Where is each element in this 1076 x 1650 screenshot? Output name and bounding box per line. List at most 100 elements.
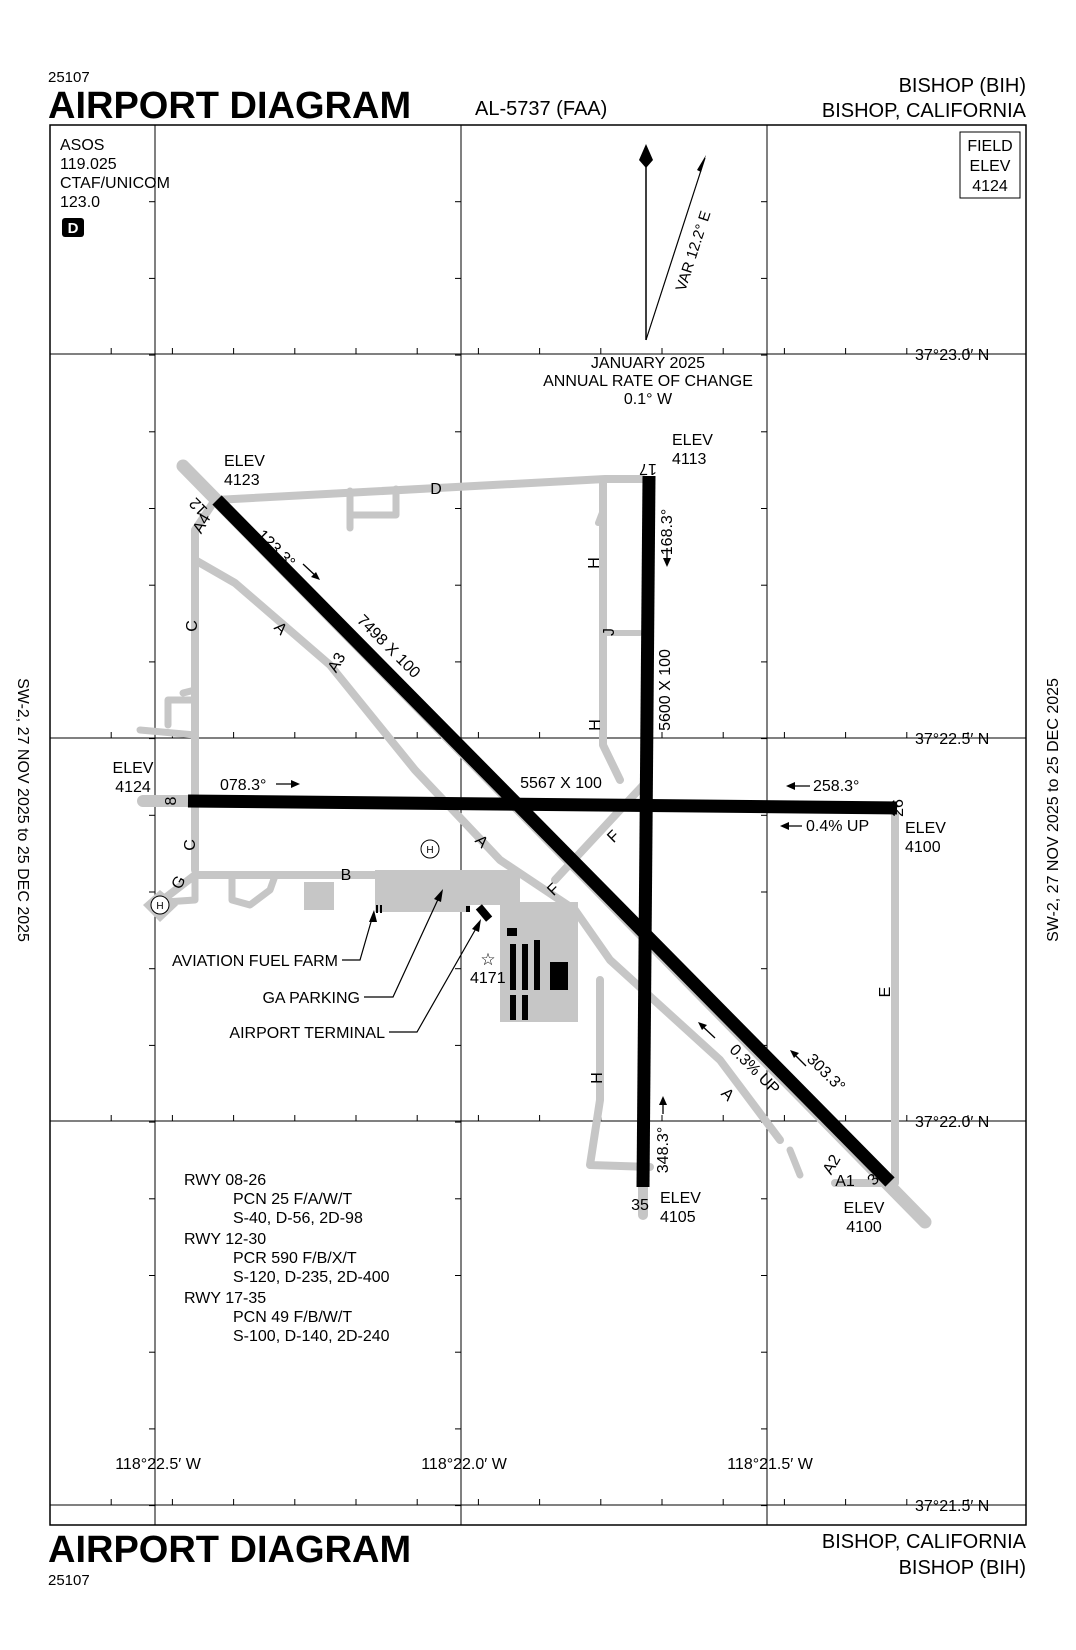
pcn-strength-12-30: PCR 590 F/B/X/T (233, 1250, 357, 1267)
rate-of-change-title: ANNUAL RATE OF CHANGE (543, 373, 753, 390)
rwy08-26-dimensions: 5567 X 100 (520, 775, 602, 792)
beacon-elevation: 4171 (470, 970, 506, 987)
d-symbol: D (68, 220, 79, 237)
ga-parking-callout: GA PARKING (262, 990, 360, 1007)
chart-number-top: 25107 (48, 69, 90, 86)
ctaf-label: CTAF/UNICOM (60, 175, 170, 192)
city-state-top: BISHOP, CALIFORNIA (822, 100, 1027, 122)
runways (187, 475, 898, 1188)
pavement-strength-table: RWY 08-26 PCN 25 F/A/W/T S-40, D-56, 2D-… (184, 1172, 390, 1345)
lon-label-22-5: 118°22.5′ W (115, 1456, 201, 1473)
lat-label-22-5: 37°22.5′ N (915, 731, 989, 748)
pcn-strength-08-26: PCN 25 F/A/W/T (233, 1191, 352, 1208)
pcn-weights-17-35: S-100, D-140, 2D-240 (233, 1328, 390, 1345)
rwy12-elev-label: ELEV (224, 453, 265, 470)
rwy26-number: 26 (890, 799, 907, 817)
taxiway-c-label-north: C (184, 620, 201, 632)
chart-frame (49, 124, 1027, 1526)
rwy26-heading: 258.3° (813, 778, 859, 795)
rwy35-elev-label: ELEV (660, 1190, 701, 1207)
field-elev-line2: ELEV (970, 158, 1011, 175)
taxiway-a-label-north: A (270, 619, 290, 639)
taxiway-j-label: J (601, 628, 618, 636)
lat-lon-grid (50, 125, 1026, 1525)
lon-label-22-0: 118°22.0′ W (421, 1456, 507, 1473)
runway-12-30 (212, 495, 895, 1187)
svg-text:H: H (426, 845, 433, 856)
rwy30-elev-value: 4100 (846, 1219, 882, 1236)
pcn-weights-08-26: S-40, D-56, 2D-98 (233, 1210, 363, 1227)
taxiway-h-label-south: H (589, 1072, 606, 1084)
city-state-bottom: BISHOP, CALIFORNIA (822, 1531, 1027, 1553)
taxiway-d-label: D (430, 481, 442, 498)
rwy26-elev-value: 4100 (905, 839, 941, 856)
taxiway-a3-label: A3 (325, 650, 350, 676)
taxiway-a1-label: A1 (835, 1173, 855, 1190)
al-number: AL-5737 (FAA) (475, 98, 607, 120)
taxiway-c-label-south: C (182, 839, 199, 851)
rwy12-elev-value: 4123 (224, 472, 260, 489)
taxiway-b-label: B (341, 867, 352, 884)
runway-08-26 (187, 794, 898, 815)
rwy30-elev-label: ELEV (844, 1200, 885, 1217)
rwy17-elev-label: ELEV (672, 432, 713, 449)
pcn-rwy-12-30: RWY 12-30 (184, 1231, 266, 1248)
rwy35-elev-value: 4105 (660, 1209, 696, 1226)
rwy08-heading: 078.3° (220, 777, 266, 794)
north-arrow: VAR 12.2° E (639, 144, 715, 341)
rwy30-heading: 303.3° (803, 1051, 848, 1096)
fuel-farm-callout: AVIATION FUEL FARM (172, 953, 338, 970)
taxiway-f-label-north: F (604, 827, 623, 846)
asos-label: ASOS (60, 137, 104, 154)
airport-name-bottom: BISHOP (BIH) (899, 1557, 1026, 1579)
d-symbol-box (62, 218, 84, 237)
beacon-star-icon: ☆ (480, 950, 495, 970)
rwy17-elev-value: 4113 (672, 451, 707, 468)
chart-number-bottom: 25107 (48, 1572, 90, 1589)
chart-title-bottom: AIRPORT DIAGRAM (48, 1529, 411, 1571)
pcn-weights-12-30: S-120, D-235, 2D-400 (233, 1269, 390, 1286)
pcn-strength-17-35: PCN 49 F/B/W/T (233, 1309, 352, 1326)
effective-dates-right: SW-2, 27 NOV 2025 to 25 DEC 2025 (1045, 678, 1062, 942)
taxiway-network (136, 459, 932, 1229)
runway-17-35 (636, 475, 656, 1188)
rwy35-number: 35 (631, 1197, 649, 1214)
asos-frequency: 119.025 (60, 156, 117, 173)
chart-title-top: AIRPORT DIAGRAM (48, 85, 411, 127)
rwy08-elev-label: ELEV (113, 760, 154, 777)
field-elev-box (959, 131, 1021, 199)
rwy17-35-dimensions: 5600 X 100 (657, 649, 674, 731)
rwy35-heading: 348.3° (655, 1127, 672, 1173)
rate-of-change-value: 0.1° W (624, 391, 673, 408)
rwy17-heading: 168.3° (659, 509, 676, 555)
rwy08-number: 8 (163, 796, 180, 805)
heliport-icon: H (420, 839, 440, 859)
rwy08-26-slope: 0.4% UP (806, 818, 869, 835)
ctaf-frequency: 123.0 (60, 194, 100, 211)
svg-text:H: H (156, 901, 163, 912)
pcn-rwy-17-35: RWY 17-35 (184, 1290, 266, 1307)
magnetic-variation: VAR 12.2° E (673, 209, 715, 293)
field-elev-value: 4124 (972, 178, 1008, 195)
field-elev-line1: FIELD (967, 138, 1012, 155)
taxiway-a-label-south: A (717, 1085, 737, 1105)
lat-label-21-5: 37°21.5′ N (915, 1498, 989, 1515)
lat-label-22-0: 37°22.0′ N (915, 1114, 989, 1131)
taxiway-h-label-mid: H (587, 719, 604, 731)
heliport-icon-g: H (150, 895, 170, 915)
rwy17-number: 17 (639, 460, 657, 477)
rwy26-elev-label: ELEV (905, 820, 946, 837)
rwy08-elev-value: 4124 (115, 779, 151, 796)
terminal-callout: AIRPORT TERMINAL (229, 1025, 385, 1042)
grid-tick-marks (110, 201, 969, 1507)
airport-name-top: BISHOP (BIH) (899, 75, 1026, 97)
effective-dates-left: SW-2, 27 NOV 2025 to 25 DEC 2025 (14, 678, 31, 942)
rate-of-change-date: JANUARY 2025 (591, 355, 705, 372)
lon-label-21-5: 118°21.5′ W (727, 1456, 813, 1473)
taxiway-h-label-north: H (586, 557, 603, 569)
taxiway-e-label: E (877, 987, 894, 998)
pcn-rwy-08-26: RWY 08-26 (184, 1172, 266, 1189)
lat-label-23-0: 37°23.0′ N (915, 347, 989, 364)
terminal-buildings (376, 904, 568, 1020)
